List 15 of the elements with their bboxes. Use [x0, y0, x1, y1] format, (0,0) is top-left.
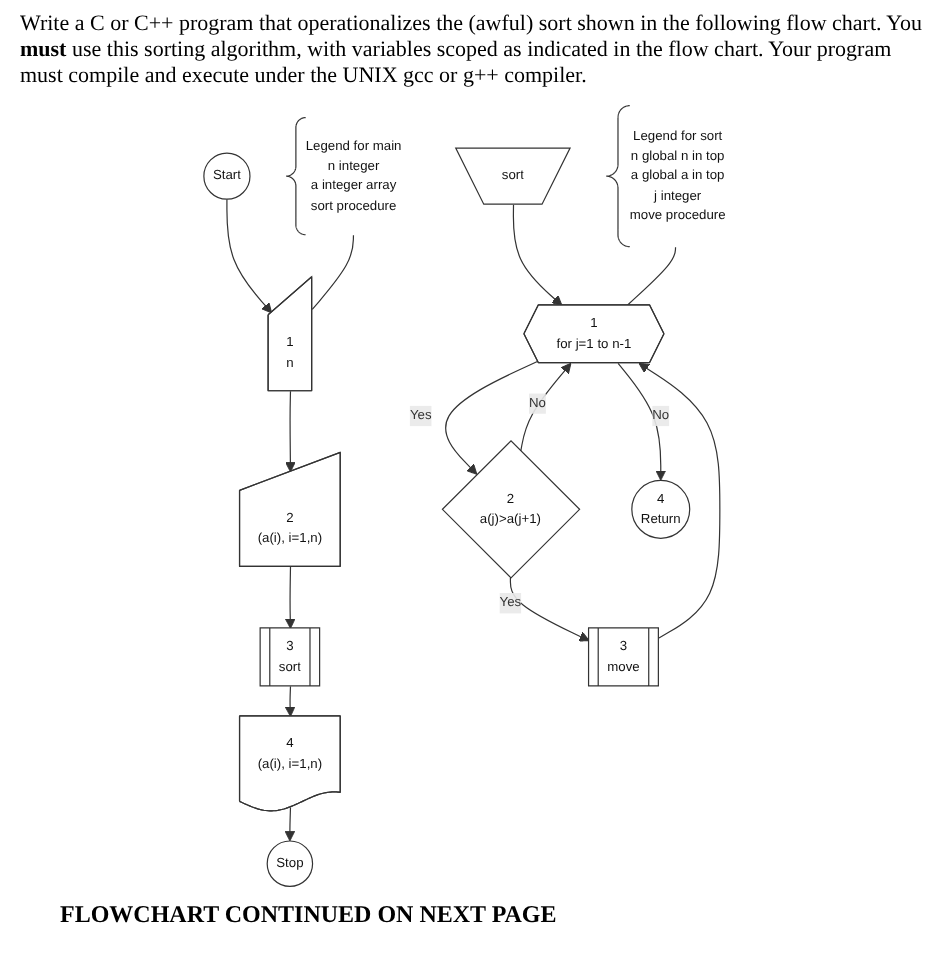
- arrow: [226, 197, 273, 313]
- arrow: [285, 389, 296, 472]
- arrow: [520, 361, 572, 451]
- arrow: [285, 684, 296, 717]
- arrow: [445, 359, 539, 474]
- instruction-text: Write a C or C++ program that operationalizes the (awful) sort shown in the following flow chart. You must use this sorting algorithm, with variables scoped as indicated in the flow chart. Your program must compile and execute under the UNIX gcc or g++ compiler.: [20, 12, 924, 92]
- arrow: [285, 565, 296, 629]
- arrow: [617, 361, 667, 480]
- arrow: [510, 576, 590, 641]
- arrow: [284, 806, 296, 841]
- arrow: [513, 203, 563, 306]
- arrow: [638, 361, 721, 638]
- footer-note: FLOWCHART CONTINUED ON NEXT PAGE: [60, 899, 559, 930]
- connector: [311, 233, 355, 310]
- connector: [626, 245, 677, 306]
